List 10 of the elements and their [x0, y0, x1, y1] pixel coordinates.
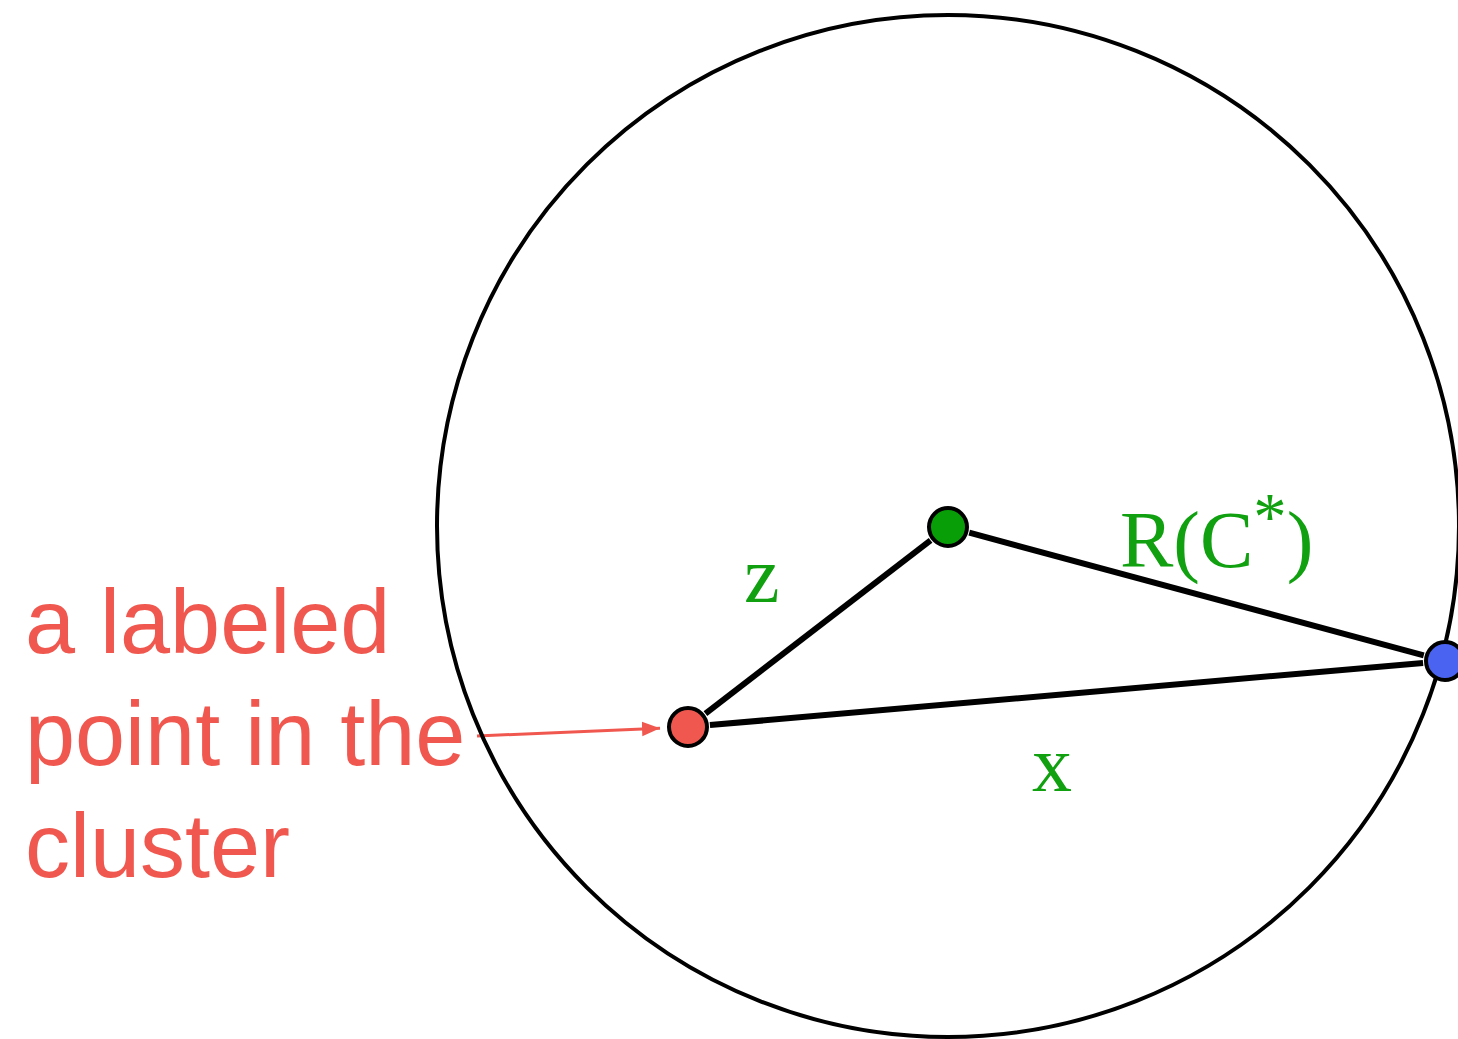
boundary-point	[1424, 640, 1458, 682]
edge-label: z	[744, 535, 780, 615]
labeled-point	[667, 706, 709, 748]
line-segment	[968, 529, 1425, 659]
line-segment	[703, 538, 933, 716]
edge-label: x	[1032, 724, 1072, 804]
line-segment	[709, 659, 1424, 729]
center-point	[927, 506, 969, 548]
annotation-text: a labeled point in the cluster	[25, 566, 477, 902]
leader-arrow	[476, 721, 661, 738]
